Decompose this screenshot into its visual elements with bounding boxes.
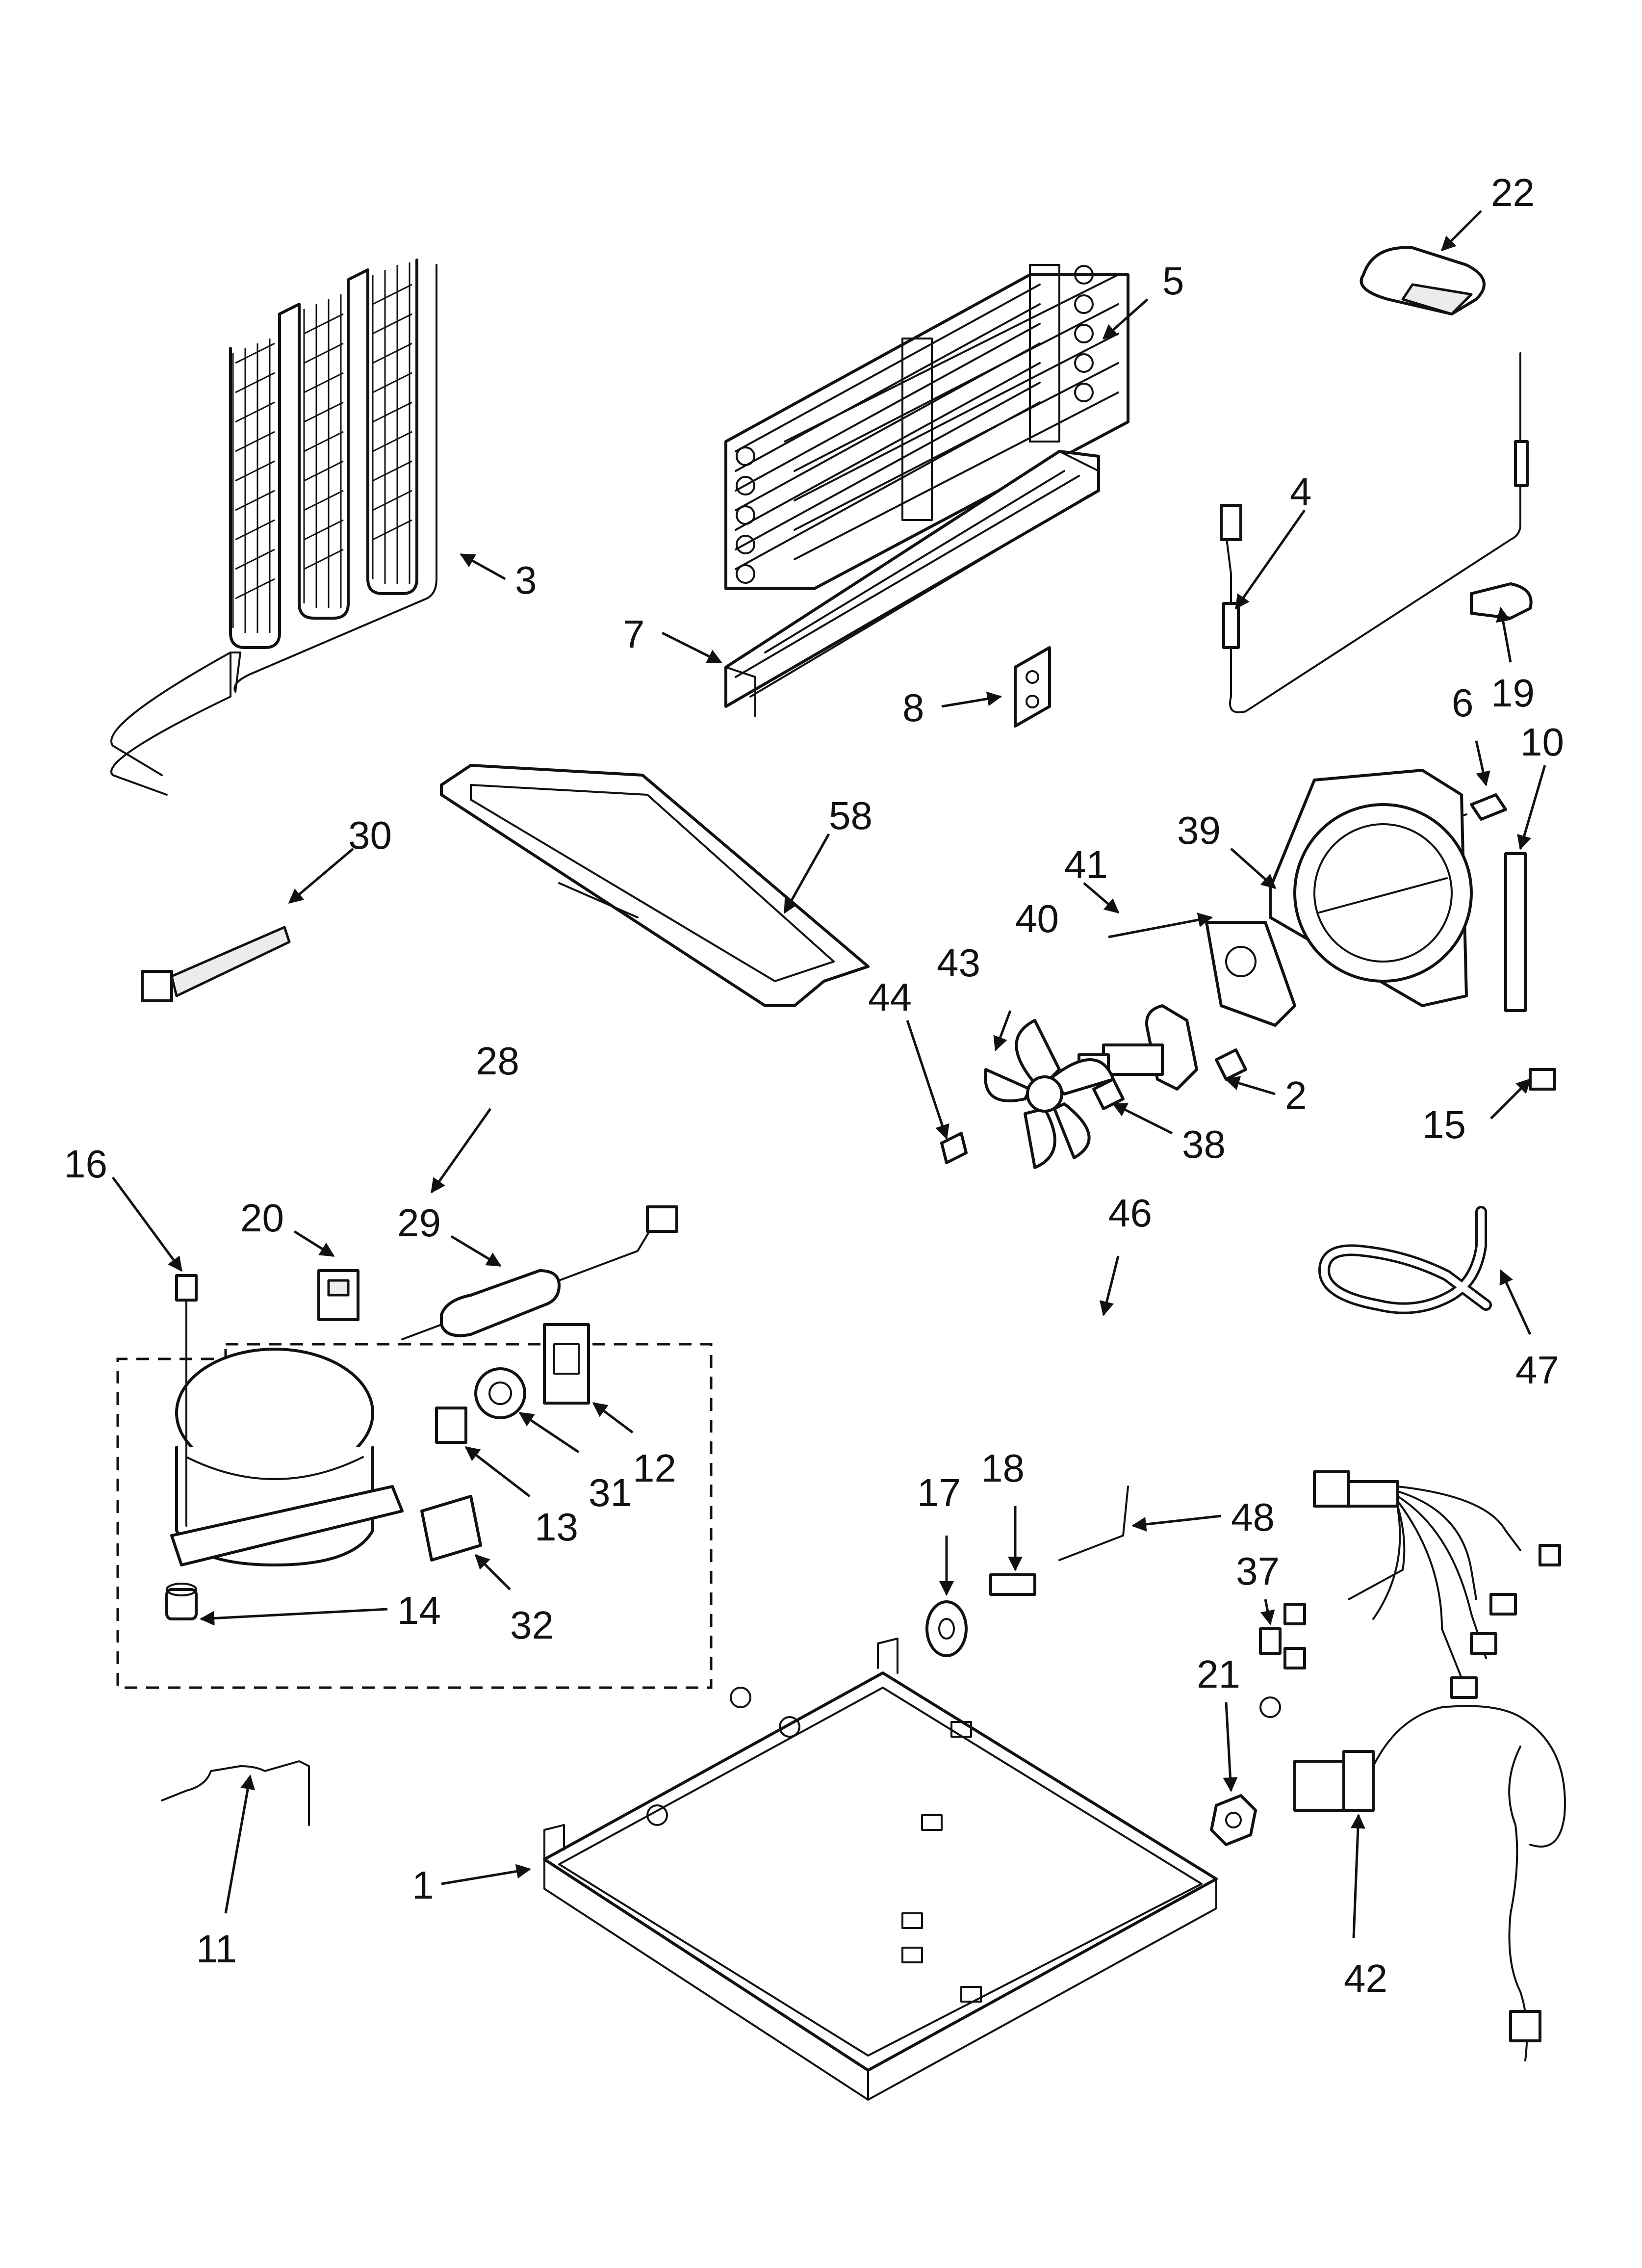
overload <box>474 1367 526 1419</box>
callout-46: 46 <box>1108 1191 1152 1235</box>
callout-21: 21 <box>1197 1652 1240 1696</box>
cable-tie <box>141 926 291 1002</box>
wire-bracket <box>161 1760 310 1826</box>
condenser-coil <box>110 259 437 796</box>
callout-58: 58 <box>829 794 872 837</box>
callout-20: 20 <box>240 1196 284 1240</box>
callout-15: 15 <box>1422 1103 1466 1147</box>
callout-28: 28 <box>476 1039 519 1083</box>
drain-pan <box>440 764 870 1007</box>
callout-30: 30 <box>348 813 392 857</box>
callout-39: 39 <box>1177 808 1221 852</box>
callout-5: 5 <box>1162 259 1184 303</box>
callout-29: 29 <box>397 1201 441 1245</box>
callout-38: 38 <box>1182 1122 1226 1166</box>
callout-8: 8 <box>902 686 924 730</box>
callout-37: 37 <box>1236 1549 1280 1593</box>
evaporator <box>724 264 1129 590</box>
callout-40: 40 <box>1015 897 1059 940</box>
clamp <box>1470 582 1533 620</box>
callout-41: 41 <box>1064 843 1108 886</box>
callout-44: 44 <box>868 975 912 1019</box>
callout-10: 10 <box>1520 720 1564 764</box>
callout-31: 31 <box>589 1471 632 1514</box>
fan-motor-bracket <box>1205 921 1296 1027</box>
callout-16: 16 <box>64 1142 107 1186</box>
relay <box>317 1269 359 1321</box>
screw-37 <box>1259 1627 1282 1718</box>
callout-19: 19 <box>1491 671 1535 715</box>
compressor <box>170 1294 404 1566</box>
wiring-harness <box>1283 1470 1566 2061</box>
callout-42: 42 <box>1344 1956 1387 2000</box>
screw-16 <box>175 1274 198 1326</box>
callout-17: 17 <box>917 1471 961 1514</box>
callout-47: 47 <box>1515 1348 1559 1392</box>
drier <box>401 1205 678 1340</box>
callout-48: 48 <box>1231 1495 1275 1539</box>
callout-7: 7 <box>623 612 645 656</box>
callout-14: 14 <box>397 1589 441 1632</box>
rod <box>1058 1486 1129 1561</box>
callout-32: 32 <box>510 1603 554 1647</box>
callout-11: 11 <box>196 1927 237 1971</box>
roller-axle <box>989 1573 1036 1596</box>
grommet <box>165 1583 198 1620</box>
callout-2: 2 <box>1285 1073 1307 1117</box>
thermistor <box>1220 352 1529 713</box>
small-grommet <box>1529 1068 1556 1091</box>
cap <box>1360 246 1486 315</box>
callout-12: 12 <box>633 1446 676 1490</box>
drain-tube-46 <box>992 1261 1180 1374</box>
callout-1: 1 <box>412 1863 434 1907</box>
leader-lines <box>111 210 1546 1938</box>
callout-4: 4 <box>1290 470 1312 514</box>
callout-22: 22 <box>1491 171 1535 214</box>
gasket-strip <box>1504 852 1527 1012</box>
callout-6: 6 <box>1452 681 1474 725</box>
fan-clip <box>940 1132 968 1164</box>
nut <box>1210 1794 1257 1846</box>
roller <box>925 1600 968 1657</box>
callout-labels: 3 5 4 22 7 8 19 6 10 39 41 40 43 44 2 38… <box>64 171 1564 2000</box>
base-frame <box>543 1638 1218 2101</box>
clip <box>1014 646 1051 728</box>
drain-tray <box>724 450 1100 717</box>
callout-3: 3 <box>515 558 537 602</box>
callout-18: 18 <box>981 1446 1025 1490</box>
callout-43: 43 <box>937 941 980 985</box>
callout-13: 13 <box>535 1505 578 1549</box>
fan-shroud <box>1269 769 1473 1007</box>
overload-cover <box>543 1323 590 1405</box>
drain-tube-47 <box>1318 1206 1492 1314</box>
capacitor <box>420 1495 482 1562</box>
terminal-13 <box>435 1407 467 1444</box>
screw-2 <box>1215 1048 1247 1081</box>
fan-blade <box>984 1019 1115 1169</box>
